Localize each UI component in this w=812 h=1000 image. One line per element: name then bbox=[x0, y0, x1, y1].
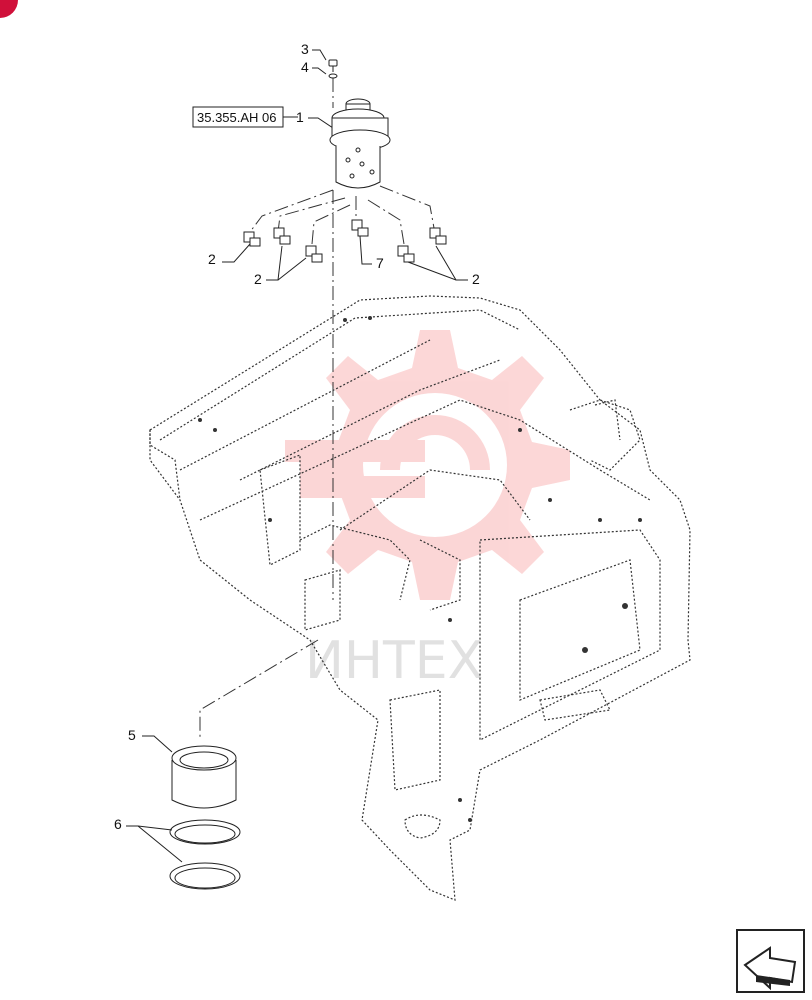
callout-7: 7 bbox=[376, 255, 384, 271]
callout-2-right: 2 bbox=[472, 271, 480, 287]
fittings-part-2[interactable] bbox=[243, 227, 447, 263]
callout-3: 3 bbox=[301, 41, 309, 57]
rotary-valve-part-1[interactable] bbox=[329, 98, 391, 189]
assembly-lines bbox=[199, 78, 435, 740]
bushing-part-5[interactable] bbox=[171, 745, 237, 809]
seal-rings-part-6[interactable] bbox=[169, 819, 241, 890]
watermark-gear-icon bbox=[285, 330, 570, 600]
reference-code: 35.355.AH 06 bbox=[197, 110, 277, 125]
callout-5: 5 bbox=[128, 727, 136, 743]
frame-structure bbox=[149, 295, 691, 901]
leader-lines bbox=[126, 49, 468, 863]
callout-6: 6 bbox=[114, 816, 122, 832]
callout-2-middle: 2 bbox=[254, 271, 262, 287]
corner-badge-icon bbox=[0, 0, 18, 18]
callout-1: 1 bbox=[296, 109, 304, 125]
bolt-part-3[interactable] bbox=[328, 59, 338, 72]
frame-holes bbox=[198, 316, 642, 822]
watermark bbox=[285, 330, 570, 600]
fitting-part-7[interactable] bbox=[351, 219, 369, 237]
reference-box[interactable]: 35.355.AH 06 bbox=[192, 106, 284, 128]
watermark-text: ИНТЕХ bbox=[305, 631, 483, 691]
callout-4: 4 bbox=[301, 59, 309, 75]
callout-2-left: 2 bbox=[208, 251, 216, 267]
washer-part-4[interactable] bbox=[328, 73, 338, 79]
next-page-arrow-icon[interactable] bbox=[736, 929, 805, 993]
